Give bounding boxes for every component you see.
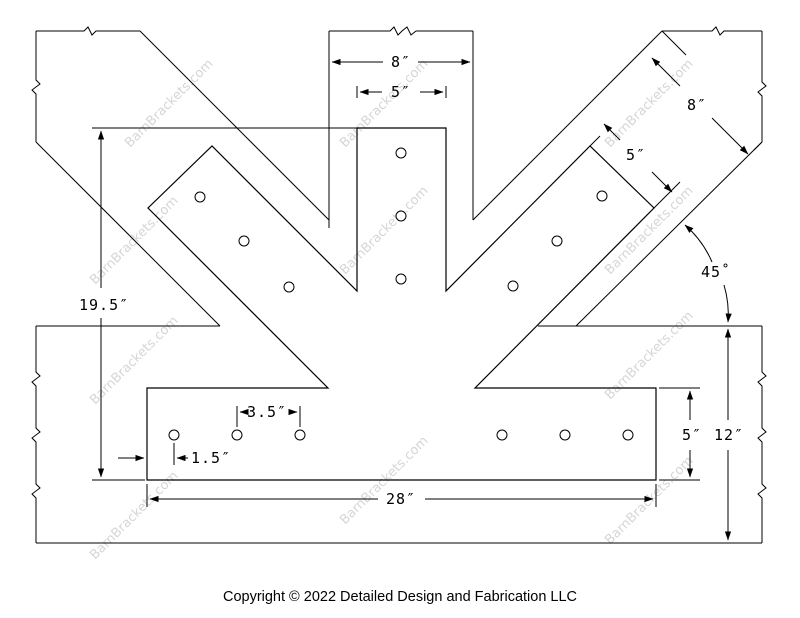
watermark-7: BarnBrackets.com <box>602 183 696 277</box>
bolt-hole <box>231 429 243 441</box>
right-brace-outline <box>472 26 767 327</box>
bolt-hole <box>294 429 306 441</box>
watermark-10: BarnBrackets.com <box>602 453 696 547</box>
watermark-3: BarnBrackets.com <box>87 468 181 562</box>
bolt-hole <box>168 429 180 441</box>
bolt-hole <box>238 235 250 247</box>
bolt-hole <box>551 235 563 247</box>
copyright-notice: Copyright © 2022 Detailed Design and Fab… <box>222 589 578 605</box>
dimension-labels: 8″ 5″ 8″ 5″ 45˚ 19.5″ 3.5″ 1.5″ 5″ 12″ 2… <box>79 53 744 508</box>
plate-length-dimension <box>146 484 657 507</box>
plate-length-label: 28″ <box>386 490 416 508</box>
bolt-hole <box>507 280 519 292</box>
post-plate-width-dimension <box>356 86 447 98</box>
bolt-hole <box>596 190 608 202</box>
beam-plate-width-label: 5″ <box>682 426 702 444</box>
timber-layer <box>31 26 767 544</box>
watermark-layer: BarnBrackets.com BarnBrackets.com BarnBr… <box>87 56 696 562</box>
edge-offset-dimension <box>118 443 188 465</box>
left-brace-outline <box>31 26 330 327</box>
post-outline <box>328 26 474 228</box>
watermark-11: BarnBrackets.com <box>122 56 216 150</box>
bolt-holes <box>168 147 634 441</box>
post-plate-width-label: 5″ <box>391 83 411 101</box>
hole-spacing-label: 3.5″ <box>247 403 287 421</box>
bolt-hole <box>395 147 407 159</box>
beam-outline <box>31 325 767 544</box>
watermark-6: BarnBrackets.com <box>337 433 431 527</box>
brace-plate-width-label: 5″ <box>626 146 646 164</box>
bolt-hole <box>395 273 407 285</box>
bolt-hole <box>559 429 571 441</box>
edge-offset-label: 1.5″ <box>191 449 231 467</box>
brace-width-label: 8″ <box>687 96 707 114</box>
angle-dimension <box>684 224 732 323</box>
bolt-hole <box>283 281 295 293</box>
beam-plate-width-dimension <box>659 387 700 481</box>
watermark-9: BarnBrackets.com <box>602 308 696 402</box>
dimension-layer <box>92 30 763 541</box>
bolt-hole <box>622 429 634 441</box>
bolt-hole <box>496 429 508 441</box>
bolt-hole <box>194 191 206 203</box>
brace-width-dimension <box>651 30 763 155</box>
beam-height-label: 12″ <box>714 426 744 444</box>
bolt-hole <box>395 210 407 222</box>
plate-height-dimension <box>92 127 446 481</box>
post-width-label: 8″ <box>391 53 411 71</box>
plate-height-label: 19.5″ <box>79 296 129 314</box>
brace-angle-label: 45˚ <box>701 263 731 281</box>
bracket-plate <box>146 127 657 481</box>
hole-spacing-dimension <box>236 406 301 427</box>
brace-plate-width-dimension <box>589 123 681 209</box>
watermark-4: BarnBrackets.com <box>337 183 431 277</box>
watermark-5: BarnBrackets.com <box>337 56 431 150</box>
